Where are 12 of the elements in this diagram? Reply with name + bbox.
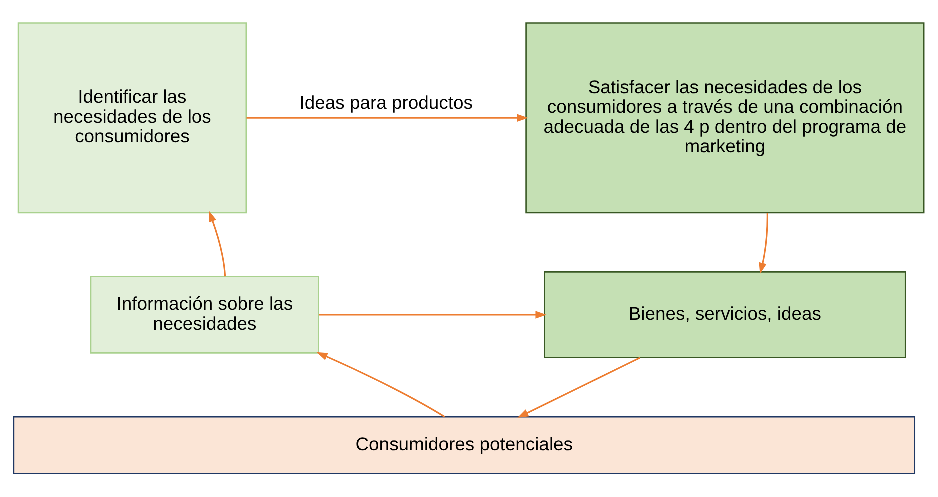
arrow bbox=[209, 210, 226, 277]
node-box: Satisfacer las necesidades de los consumidores a través de una combinación adecuada de las 4 p dentro del programa de marketing bbox=[526, 22, 925, 214]
node-box: Consumidores potenciales bbox=[13, 416, 916, 474]
arrow bbox=[246, 114, 528, 122]
arrow bbox=[759, 213, 768, 274]
arrow bbox=[316, 352, 446, 418]
arrow bbox=[518, 357, 640, 418]
arrow bbox=[319, 311, 547, 319]
edge-label: Ideas para productos bbox=[300, 92, 473, 114]
node-box: Identificar las necesidades de los consumidores bbox=[18, 22, 248, 214]
node-box: Información sobre las necesidades bbox=[90, 276, 320, 354]
node-box: Bienes, servicios, ideas bbox=[544, 272, 906, 358]
